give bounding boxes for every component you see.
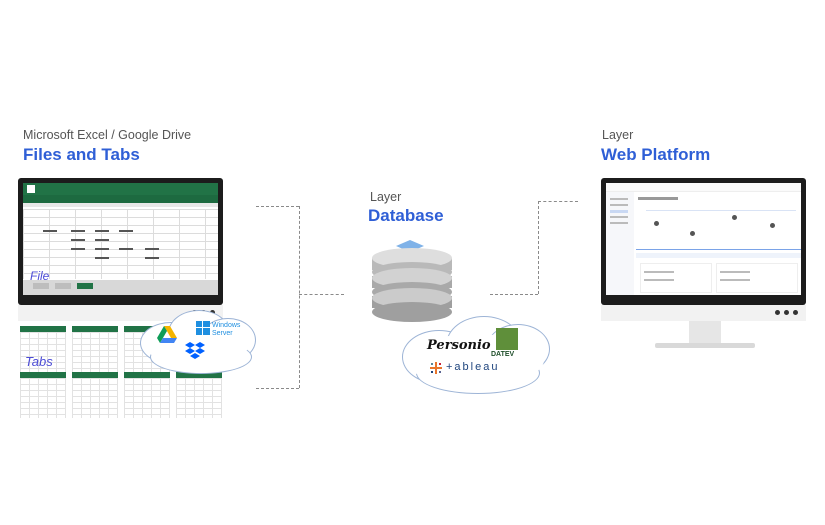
right-monitor-chin [601, 305, 806, 321]
windows-server-line1: Windows [212, 322, 241, 329]
datev-logo-icon [496, 328, 518, 350]
right-subtitle: Layer [602, 128, 634, 142]
monitor-dot [775, 310, 780, 315]
excel-cell [71, 248, 85, 250]
center-title: Database [368, 206, 444, 225]
excel-logo-icon [27, 185, 35, 193]
sheet-tile [20, 372, 66, 418]
windows-server-line2: Server [212, 330, 233, 337]
datev-logo: DATEV [491, 351, 515, 358]
web-platform-screen [606, 183, 801, 295]
excel-formula-bar [23, 203, 218, 207]
excel-cell [95, 239, 109, 241]
personio-logo: Personio [427, 338, 491, 353]
right-title: Web Platform [601, 145, 711, 164]
excel-cell [145, 248, 159, 250]
excel-ribbon [23, 195, 218, 203]
excel-grid [23, 209, 218, 279]
tableau-icon [430, 362, 442, 374]
connector-line [538, 201, 539, 294]
sheet-tile [72, 326, 118, 372]
sheet-tile [20, 326, 66, 372]
windows-server-label: Windows Server [212, 322, 240, 338]
excel-sheet-tab [33, 283, 49, 289]
sheet-tile [72, 372, 118, 418]
excel-cell [95, 230, 109, 232]
excel-cell [71, 239, 85, 241]
excel-cell [71, 230, 85, 232]
web-topbar [606, 183, 801, 192]
connector-line [490, 294, 538, 295]
dropbox-icon [185, 342, 205, 359]
connector-line [256, 206, 299, 207]
monitor-dot [784, 310, 789, 315]
windows-icon [196, 321, 210, 335]
left-monitor: File [18, 178, 223, 305]
monitor-stand-neck [689, 321, 721, 343]
excel-cell [119, 248, 133, 250]
tableau-logo: +ableau [446, 361, 500, 373]
monitor-dot [793, 310, 798, 315]
excel-sheet-tab [55, 283, 71, 289]
excel-sheet-tab-active [77, 283, 93, 289]
left-subtitle: Microsoft Excel / Google Drive [23, 128, 192, 142]
excel-cell [95, 257, 109, 259]
connector-line [299, 294, 344, 295]
excel-cell [119, 230, 133, 232]
file-label: File [30, 269, 50, 283]
excel-screen: File [23, 183, 218, 295]
tabs-label: Tabs [25, 354, 53, 369]
sheet-tile [176, 372, 222, 418]
right-monitor [601, 178, 806, 305]
web-sidebar [606, 192, 634, 295]
connector-line [256, 388, 299, 389]
google-drive-icon [157, 326, 177, 343]
excel-cell [145, 257, 159, 259]
left-title: Files and Tabs [23, 145, 140, 164]
excel-titlebar [23, 183, 218, 195]
connector-line [538, 201, 578, 202]
excel-sheet-tabs [23, 280, 218, 295]
excel-cell [43, 230, 57, 232]
sheet-tile [124, 372, 170, 418]
excel-cell [95, 248, 109, 250]
center-subtitle: Layer [370, 190, 402, 204]
connector-line [299, 206, 300, 388]
monitor-stand-base [655, 343, 755, 348]
